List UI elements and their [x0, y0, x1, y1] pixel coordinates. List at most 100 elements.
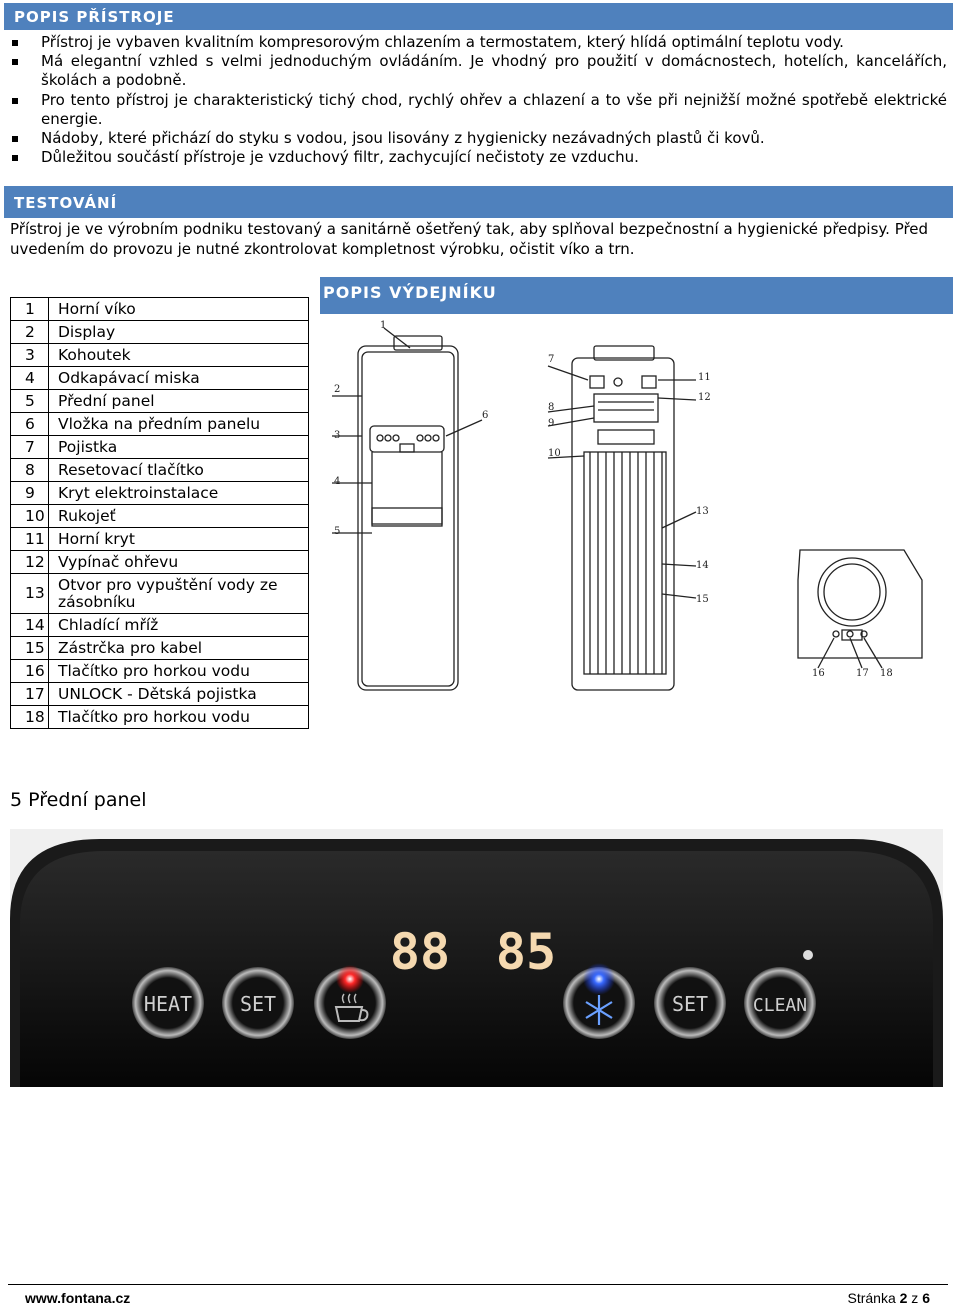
- part-name: Odkapávací miska: [48, 366, 309, 390]
- top-view-drawing: [797, 549, 923, 669]
- temperature-display-left: 88: [390, 923, 450, 981]
- part-name: Display: [48, 320, 309, 344]
- part-number: 15: [10, 636, 49, 660]
- diagram-callout-label: 12: [698, 392, 711, 403]
- section-header-popis-vydejniku: POPIS VÝDEJNÍKU: [320, 277, 953, 314]
- part-name: UNLOCK - Dětská pojistka: [48, 682, 309, 706]
- diagram-callout-label: 16: [812, 668, 825, 679]
- part-name: Vložka na předním panelu: [48, 412, 309, 436]
- clean-button[interactable]: CLEAN: [744, 967, 816, 1039]
- part-number: 13: [10, 573, 49, 614]
- section-header-popis-pristroje: POPIS PŘÍSTROJE: [4, 3, 953, 30]
- section-header-testovani: TESTOVÁNÍ: [4, 186, 953, 218]
- diagram-callout-label: 17: [856, 668, 869, 679]
- back-view-drawing: [547, 345, 697, 691]
- list-item: Přístroj je vybaven kvalitním kompresoro…: [12, 33, 947, 52]
- button-label: HEAT: [144, 992, 192, 1016]
- snowflake-icon: [583, 963, 615, 1025]
- diagram-callout-label: 9: [548, 418, 554, 429]
- section-title: POPIS PŘÍSTROJE: [14, 8, 175, 26]
- diagram-callout-label: 15: [696, 594, 709, 605]
- part-name: Otvor pro vypuštění vody ze zásobníku: [48, 573, 309, 614]
- part-number: 1: [10, 297, 49, 321]
- diagram-callout-label: 6: [482, 410, 488, 421]
- part-name: Kohoutek: [48, 343, 309, 367]
- part-number: 7: [10, 435, 49, 459]
- part-name: Chladící mříž: [48, 613, 309, 637]
- footer-website-link[interactable]: www.fontana.cz: [25, 1290, 131, 1306]
- part-name: Rukojeť: [48, 504, 309, 528]
- page-number: Stránka 2 z 6: [847, 1290, 930, 1306]
- list-item: Pro tento přístroj je charakteristický t…: [12, 91, 947, 129]
- part-number: 2: [10, 320, 49, 344]
- set-cold-button[interactable]: SET: [654, 967, 726, 1039]
- feature-list: Přístroj je vybaven kvalitním kompresoro…: [12, 33, 947, 167]
- part-number: 6: [10, 412, 49, 436]
- button-label: SET: [240, 992, 276, 1016]
- part-number: 9: [10, 481, 49, 505]
- diagram-callout-label: 5: [334, 526, 340, 537]
- part-number: 8: [10, 458, 49, 482]
- page-separator: z: [907, 1290, 923, 1306]
- list-item: Důležitou součástí přístroje je vzduchov…: [12, 148, 947, 167]
- diagram-callout-label: 7: [548, 354, 554, 365]
- button-label: SET: [672, 992, 708, 1016]
- diagram-callout-label: 13: [696, 506, 709, 517]
- part-number: 5: [10, 389, 49, 413]
- front-view-drawing: [332, 327, 483, 691]
- list-item: Má elegantní vzhled s velmi jednoduchým …: [12, 52, 947, 90]
- part-number: 14: [10, 613, 49, 637]
- diagram-callout-label: 8: [548, 402, 554, 413]
- diagram-callout-label: 18: [880, 668, 893, 679]
- part-number: 16: [10, 659, 49, 683]
- diagram-callout-label: 11: [698, 372, 711, 383]
- testing-paragraph: Přístroj je ve výrobním podniku testovan…: [10, 220, 929, 258]
- part-name: Horní kryt: [48, 527, 309, 551]
- part-name: Resetovací tlačítko: [48, 458, 309, 482]
- part-name: Pojistka: [48, 435, 309, 459]
- section-title: POPIS VÝDEJNÍKU: [323, 283, 497, 302]
- diagram-callout-label: 1: [380, 320, 386, 331]
- part-number: 4: [10, 366, 49, 390]
- temperature-display-right: 85: [496, 923, 556, 981]
- diagram-callout-label: 4: [334, 476, 340, 487]
- part-name: Vypínač ohřevu: [48, 550, 309, 574]
- part-number: 17: [10, 682, 49, 706]
- heat-button[interactable]: HEAT: [132, 967, 204, 1039]
- part-number: 10: [10, 504, 49, 528]
- part-name: Kryt elektroinstalace: [48, 481, 309, 505]
- part-name: Přední panel: [48, 389, 309, 413]
- part-number: 3: [10, 343, 49, 367]
- part-number: 12: [10, 550, 49, 574]
- footer-divider: [8, 1284, 948, 1285]
- part-number: 18: [10, 705, 49, 729]
- list-item: Nádoby, které přichází do styku s vodou,…: [12, 129, 947, 148]
- front-panel-photo: 88 85 HEAT SET SET CLEAN: [10, 829, 943, 1087]
- page-current: 2: [899, 1290, 908, 1306]
- set-hot-button[interactable]: SET: [222, 967, 294, 1039]
- diagram-callout-label: 3: [334, 430, 340, 441]
- diagram-callout-label: 10: [548, 448, 561, 459]
- part-name: Tlačítko pro horkou vodu: [48, 705, 309, 729]
- page-total: 6: [922, 1290, 930, 1306]
- section-title: TESTOVÁNÍ: [14, 194, 118, 212]
- part-number: 11: [10, 527, 49, 551]
- part-name: Zástrčka pro kabel: [48, 636, 309, 660]
